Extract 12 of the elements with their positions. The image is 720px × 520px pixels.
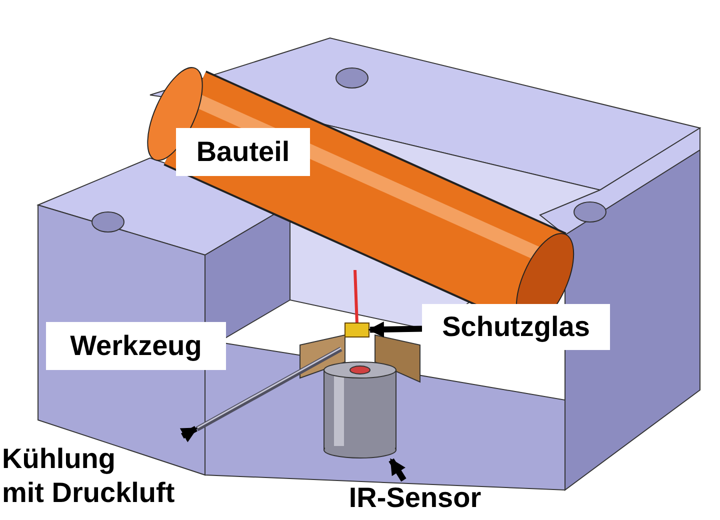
arrow (388, 458, 406, 482)
part-label: Schutzglas (442, 310, 590, 344)
protective-glass (344, 322, 370, 338)
sensor-cylinder (322, 360, 398, 460)
label-box (422, 304, 610, 350)
arrow (180, 426, 198, 442)
part-label: Bauteil (196, 135, 290, 169)
part-label: IR-Sensor (348, 481, 482, 515)
part-label: Werkzeug (70, 329, 202, 363)
label-box (176, 128, 310, 176)
label-box (46, 322, 226, 370)
part-label: Kühlung mit Druckluft (2, 442, 175, 510)
